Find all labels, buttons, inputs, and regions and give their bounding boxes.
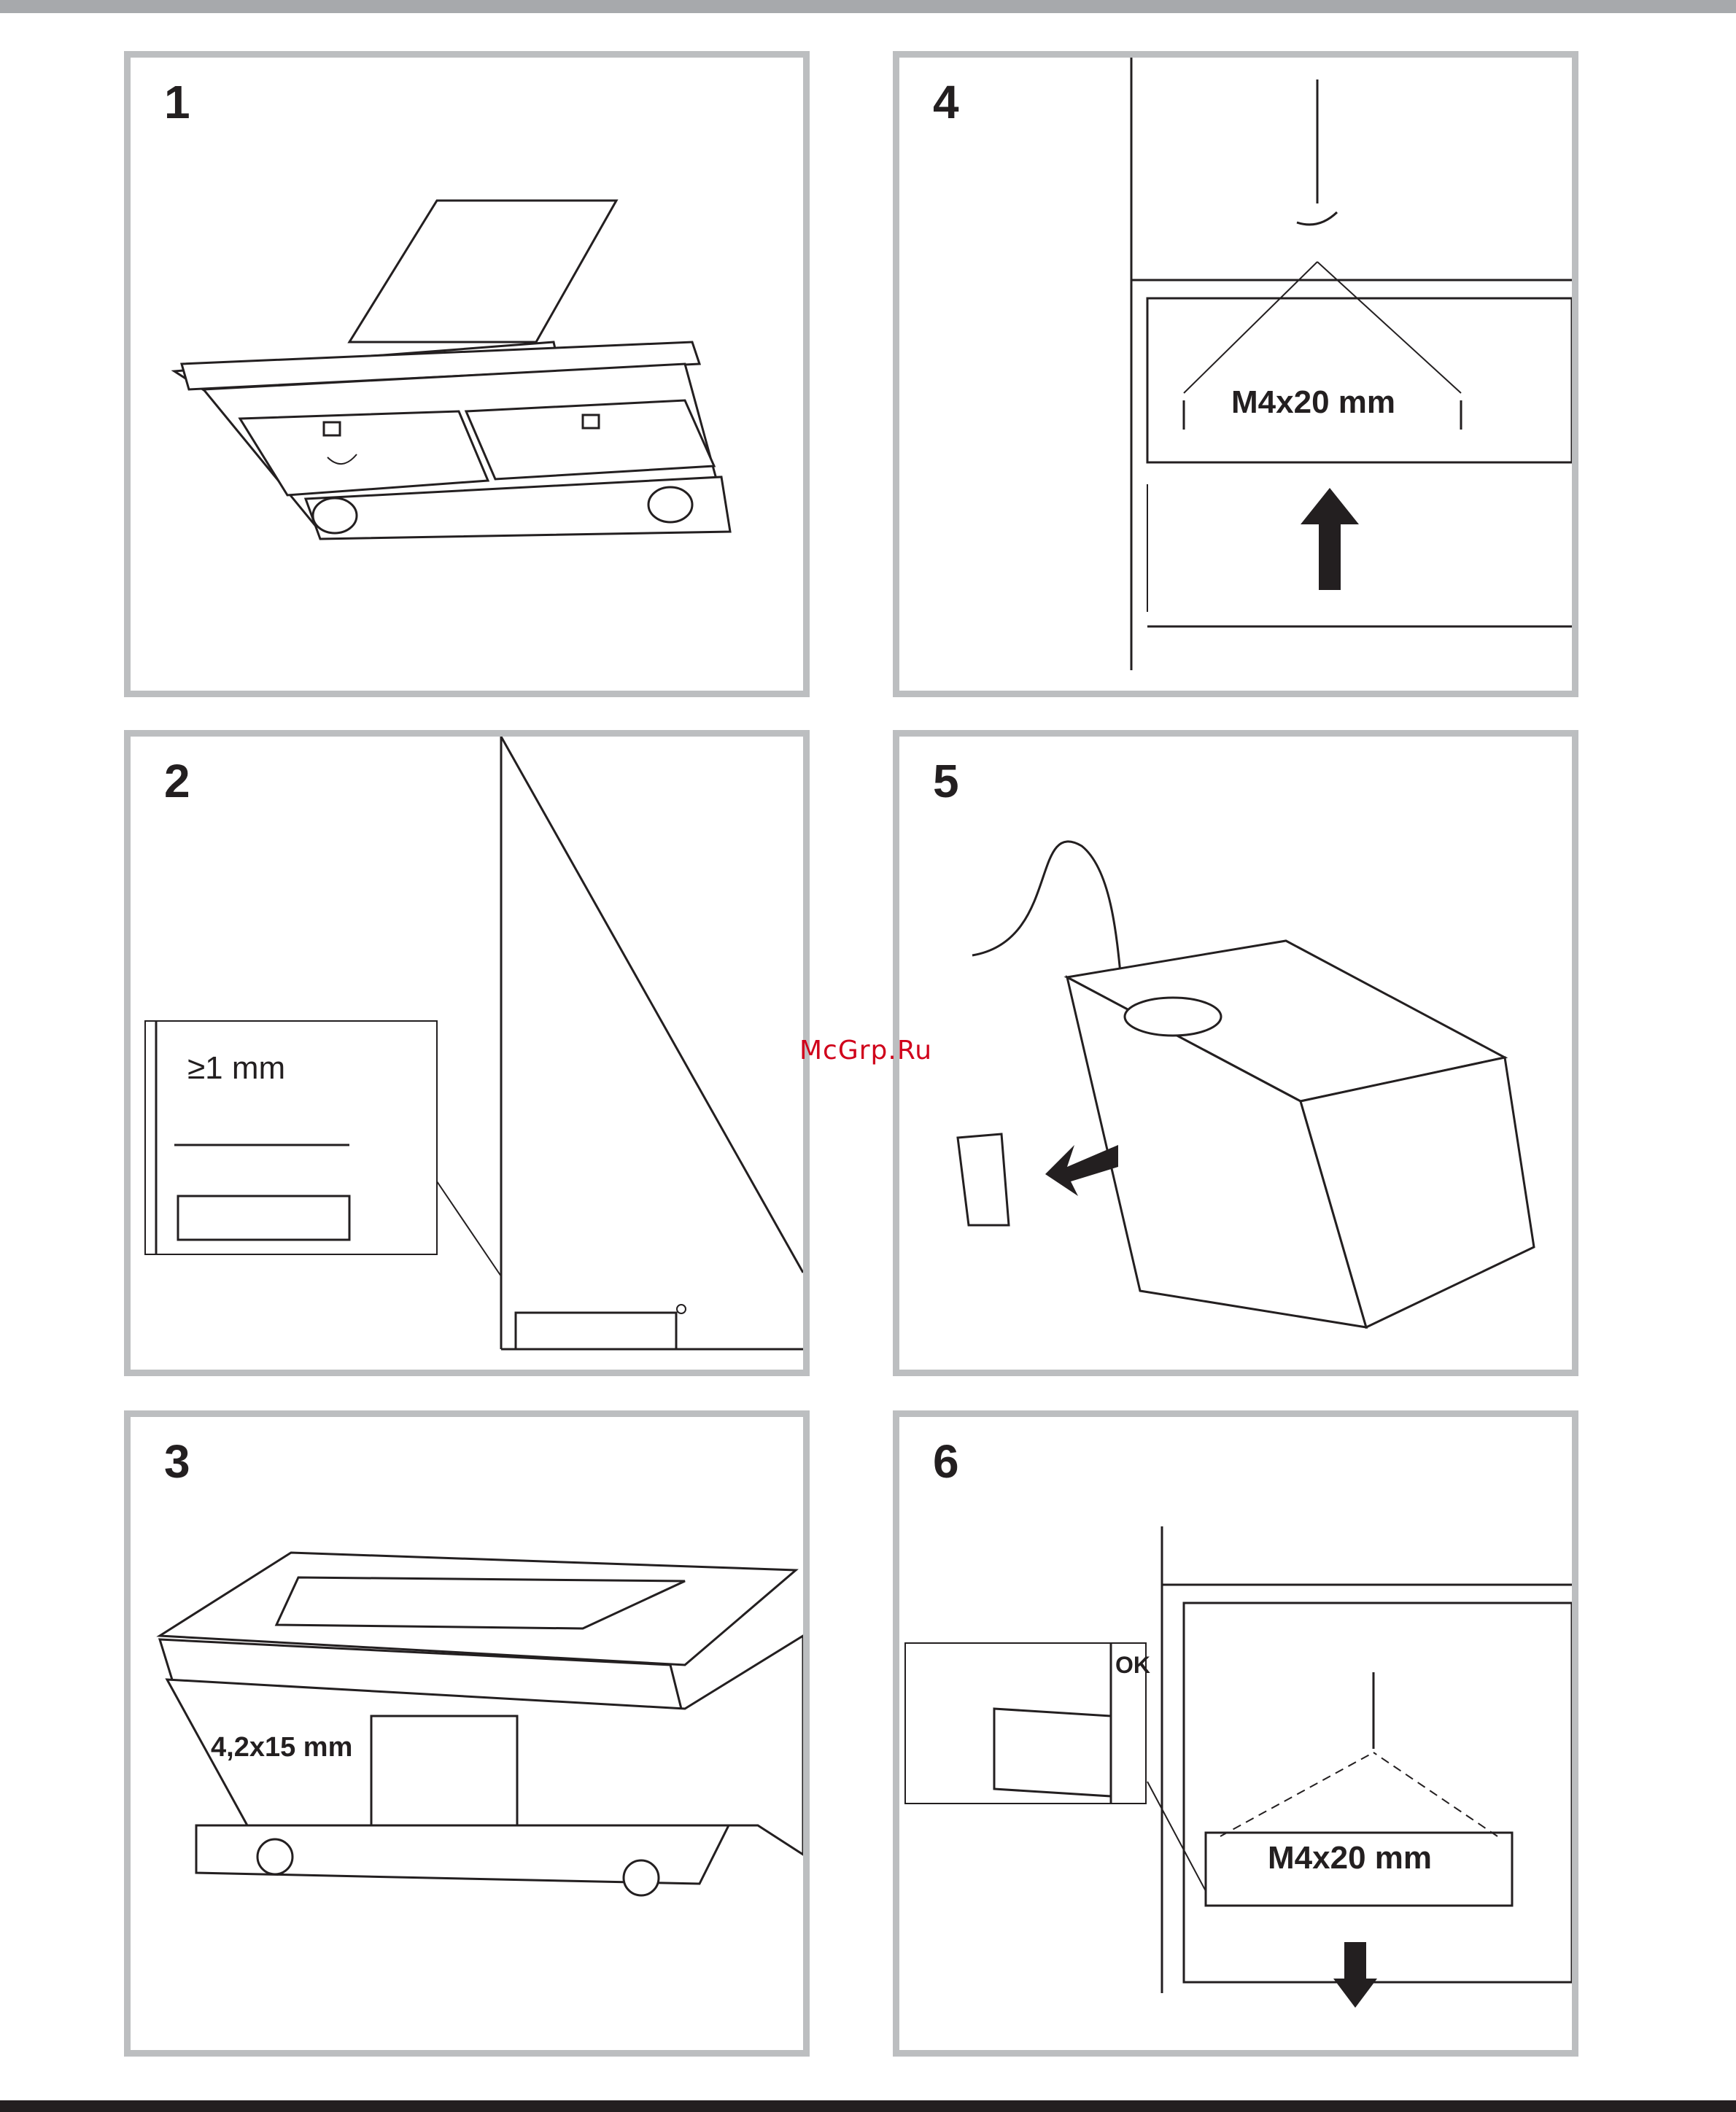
top-bar [0, 0, 1736, 13]
screw-size-label: M4x20 mm [1268, 1840, 1432, 1876]
cabinet-filter-removal-illustration [899, 1417, 1572, 2050]
screw-size-label: 4,2x15 mm [211, 1732, 352, 1763]
panel-step-4: 4 M4x20 mm [893, 51, 1578, 697]
cabinet-screw-illustration [899, 58, 1572, 691]
panel-step-2: 2 ≥1 mm [124, 730, 810, 1376]
gap-label: ≥1 mm [187, 1050, 285, 1087]
ok-label: OK [1115, 1652, 1150, 1679]
bottom-bar [0, 2100, 1736, 2112]
panel-step-3: 3 4,2x15 mm [124, 1410, 810, 2057]
hood-illustration [131, 58, 803, 691]
watermark: McGrp.Ru [799, 1036, 932, 1065]
screw-size-label: M4x20 mm [1231, 384, 1395, 421]
panel-step-5: 5 [893, 730, 1578, 1376]
panel-step-6: 6 M4x20 mm OK [893, 1410, 1578, 2057]
panel-step-1: 1 [124, 51, 810, 697]
hood-filter-illustration [899, 737, 1572, 1370]
